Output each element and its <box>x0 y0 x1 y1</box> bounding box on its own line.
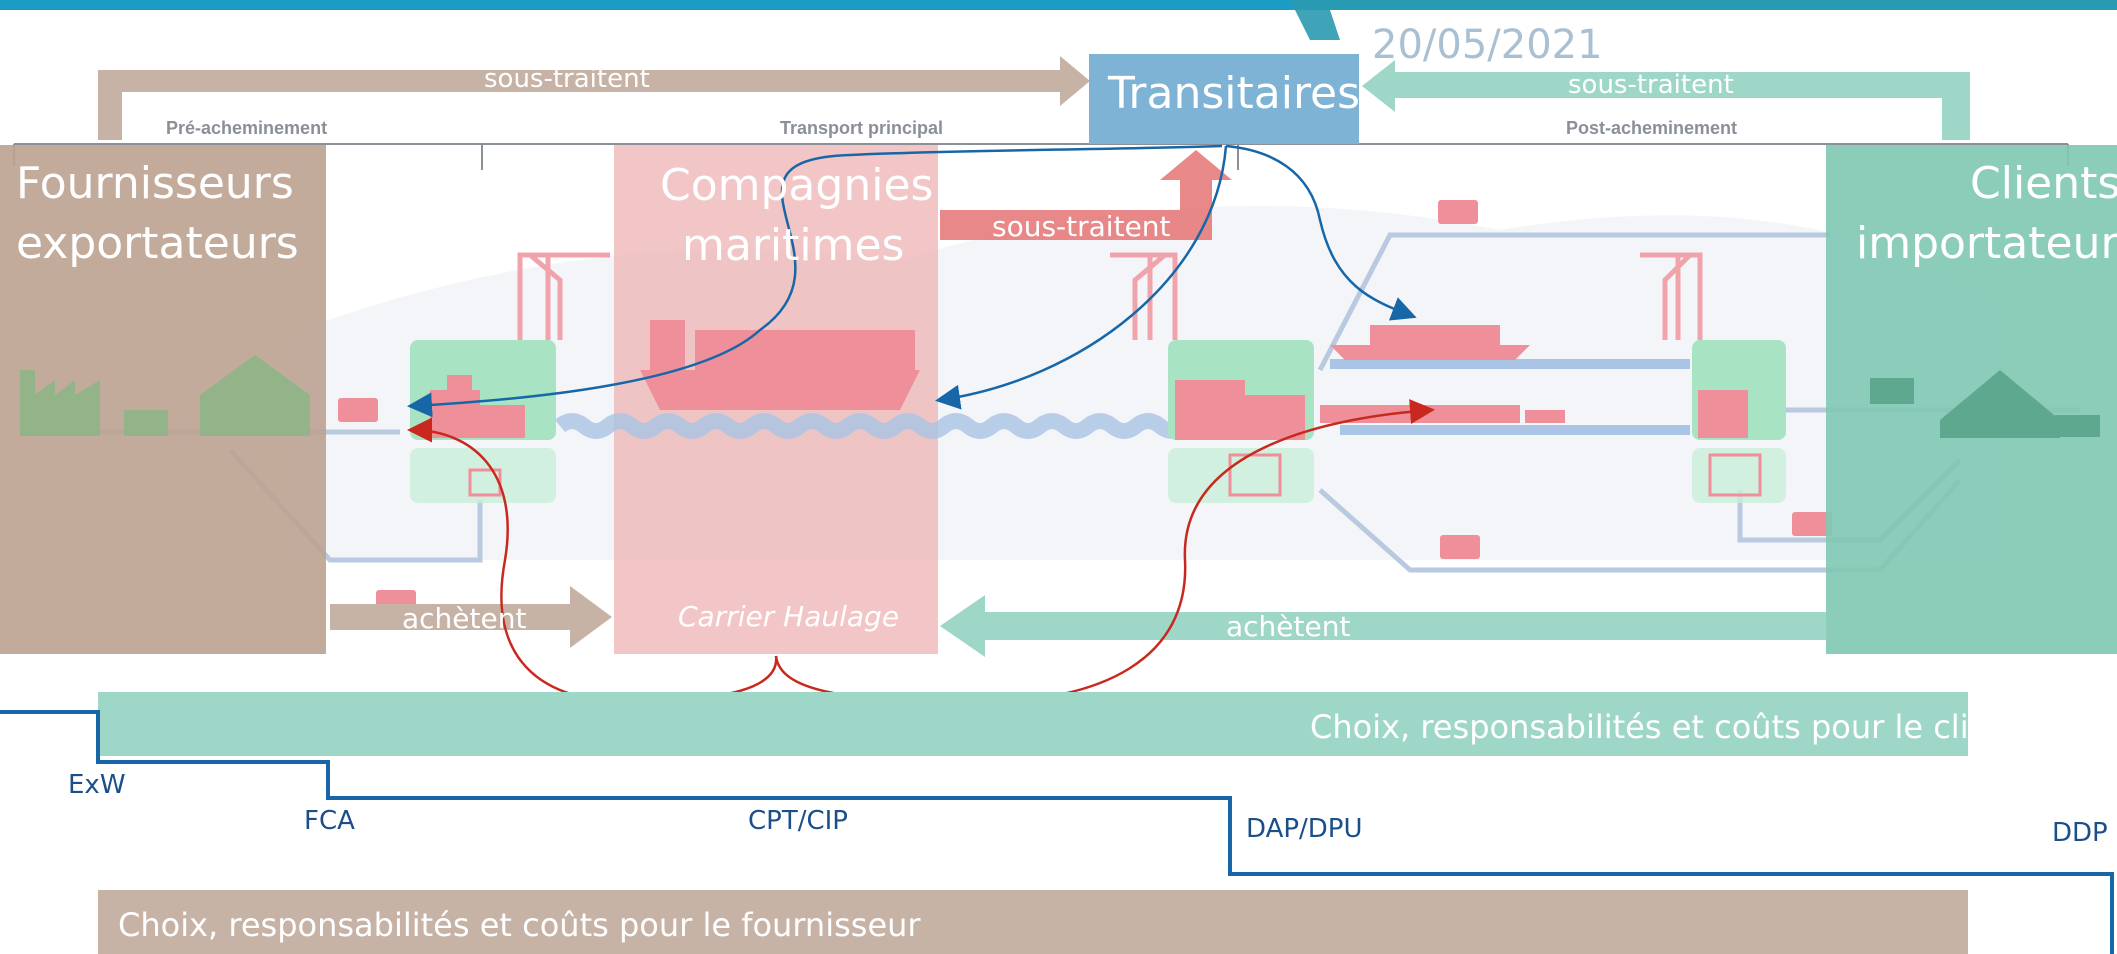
terminal-middle <box>1168 340 1314 503</box>
carrier-haulage-label: Carrier Haulage <box>678 600 900 633</box>
subcontract-carrier-label: sous-traitent <box>992 210 1171 243</box>
stage-main: Transport principal <box>780 118 944 138</box>
date-label: 20/05/2021 <box>1372 22 1603 68</box>
subcontract-right-arrow <box>1362 60 1970 140</box>
supplier-band <box>98 890 1968 954</box>
subcontract-right-label: sous-traitent <box>1568 70 1734 100</box>
buy-left-arrow <box>330 586 612 648</box>
terminal-right <box>1692 340 1786 503</box>
factory-icon <box>20 355 310 436</box>
incoterm-ddp: DDP <box>2052 818 2108 848</box>
stage-pre: Pré-acheminement <box>166 118 328 138</box>
client-band-label: Choix, responsabilités et coûts pour le … <box>1310 708 2022 746</box>
stage-post: Post-acheminement <box>1566 118 1738 138</box>
top-banner <box>0 0 2117 40</box>
truck-icons <box>338 200 1832 614</box>
carriers-title-2: maritimes <box>682 220 905 271</box>
buy-left-label: achètent <box>402 602 527 635</box>
supplier-band-label: Choix, responsabilités et coûts pour le … <box>118 906 921 944</box>
suppliers-title-1: Fournisseurs <box>16 158 294 209</box>
warehouse-icon <box>1870 370 2100 438</box>
incoterm-dap: DAP/DPU <box>1246 814 1363 844</box>
buy-right-label: achètent <box>1226 610 1351 643</box>
incoterm-cpt: CPT/CIP <box>748 806 848 836</box>
feeder-ship-icon <box>1330 325 1530 360</box>
sea-waves <box>554 413 1190 439</box>
subcontract-carrier-arrow <box>940 150 1232 240</box>
clients-title-1: Clients <box>1970 158 2117 209</box>
buy-right-arrow <box>940 595 1826 657</box>
container-ship-icon <box>640 320 920 410</box>
clients-title-2: importateurs <box>1856 218 2117 269</box>
subcontract-left-arrow <box>98 56 1090 140</box>
terminal-left <box>410 340 556 503</box>
forwarder-relations <box>407 144 1417 418</box>
carriers-title-1: Compagnies <box>660 160 934 211</box>
subcontract-left-label: sous-traitent <box>484 64 650 94</box>
suppliers-title-2: exportateurs <box>16 218 299 269</box>
client-band <box>98 692 1968 756</box>
forwarders-box <box>1089 54 1359 144</box>
incoterm-fca: FCA <box>304 806 355 836</box>
crane-icons <box>517 252 1703 340</box>
forwarders-title: Transitaires <box>1108 68 1361 119</box>
incoterm-exw: ExW <box>68 770 126 800</box>
incoterm-step-line <box>0 710 2114 954</box>
